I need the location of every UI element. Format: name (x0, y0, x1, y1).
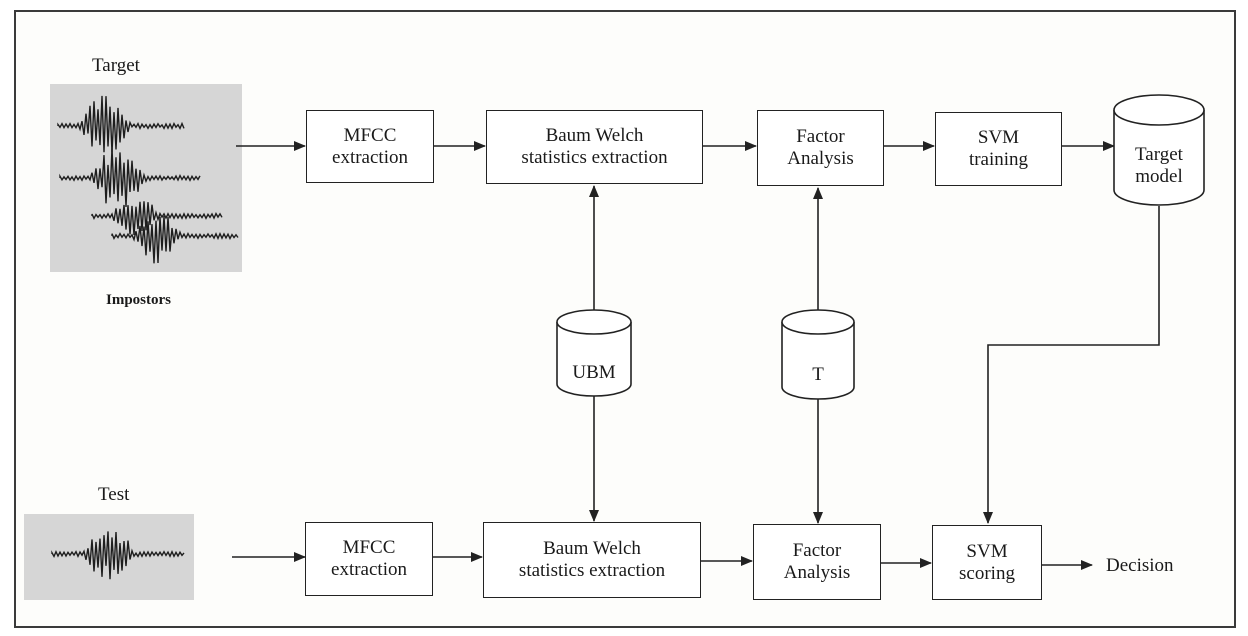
t-label: T (812, 364, 824, 385)
decision-label: Decision (1106, 555, 1174, 576)
ubm-label: UBM (572, 362, 616, 383)
target-waveform-panel (50, 84, 242, 272)
mfcc-extraction-box-top: MFCC extraction (306, 110, 434, 183)
factor-analysis-box-top: Factor Analysis (757, 110, 884, 186)
target-model-label: Target model (1135, 144, 1183, 187)
baum-welch-box-bottom: Baum Welch statistics extraction (483, 522, 701, 598)
svm-training-box: SVM training (935, 112, 1062, 186)
impostors-label: Impostors (106, 292, 172, 308)
svm-scoring-box: SVM scoring (932, 525, 1042, 600)
factor-analysis-box-bottom: Factor Analysis (753, 524, 881, 600)
target-label: Target (92, 55, 140, 76)
mfcc-extraction-box-bottom: MFCC extraction (305, 522, 433, 596)
test-waveform-panel (24, 514, 194, 600)
test-label: Test (98, 484, 130, 505)
baum-welch-box-top: Baum Welch statistics extraction (486, 110, 703, 184)
